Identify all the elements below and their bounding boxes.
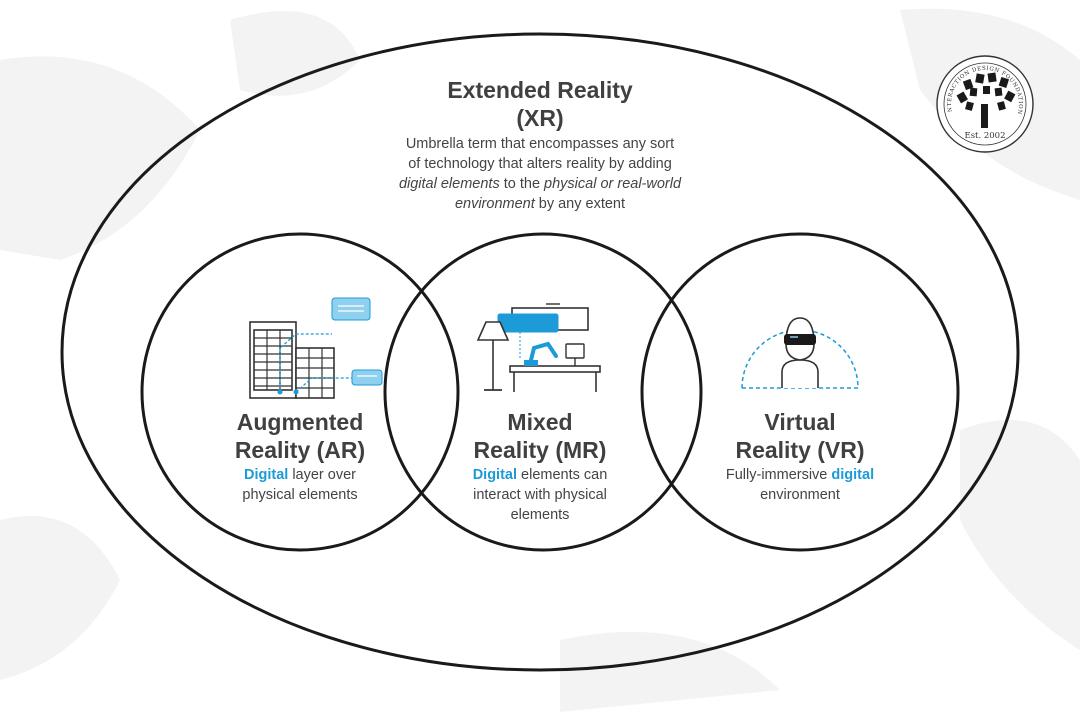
mr-description: Digital elements can interact with physi… xyxy=(440,465,640,525)
ar-desc-line1: Digital layer over xyxy=(200,465,400,485)
ar-description: Digital layer over physical elements xyxy=(200,465,400,505)
mr-title-line2: Reality (MR) xyxy=(473,437,607,463)
mr-desc-highlight: Digital xyxy=(472,467,518,483)
xr-ellipse xyxy=(60,32,1020,672)
vr-title-line1: Virtual xyxy=(764,409,836,435)
mr-circle xyxy=(383,232,703,552)
mr-title: Mixed Reality (MR) xyxy=(440,408,640,464)
xr-desc-line3: digital elements to the physical or real… xyxy=(385,174,695,194)
mr-desc-line1: Digital elements can xyxy=(440,465,640,485)
ar-title-line1: Augmented xyxy=(236,409,364,435)
vr-desc-line1: Fully-immersive digital xyxy=(700,465,900,485)
ar-desc-highlight: Digital xyxy=(243,467,289,483)
mr-desc-line2: interact with physical xyxy=(473,487,607,503)
xr-description: Umbrella term that encompasses any sort … xyxy=(385,134,695,214)
mr-title-line1: Mixed xyxy=(507,409,573,435)
ar-title: Augmented Reality (AR) xyxy=(190,408,410,464)
xr-desc-line3-plain: to the xyxy=(499,176,545,192)
vr-title: Virtual Reality (VR) xyxy=(700,408,900,464)
vr-description: Fully-immersive digital environment xyxy=(700,465,900,505)
xr-desc-line4: environment by any extent xyxy=(385,194,695,214)
vr-headset-person-icon xyxy=(741,317,859,389)
mixed-reality-desk-icon xyxy=(476,303,601,392)
xr-desc-line3-italic2: physical or real-world xyxy=(544,176,682,192)
xr-title: Extended Reality (XR) xyxy=(390,76,690,132)
vr-desc-highlight: digital xyxy=(831,467,875,483)
xr-desc-line1: Umbrella term that encompasses any sort xyxy=(405,136,675,152)
ar-circle xyxy=(140,232,460,552)
ar-desc-line2: physical elements xyxy=(242,487,358,503)
vr-circle xyxy=(640,232,960,552)
logo-est-text: Est. 2002 xyxy=(964,131,1005,141)
ar-desc-rest1: layer over xyxy=(288,467,356,483)
vr-title-line2: Reality (VR) xyxy=(735,437,865,463)
xr-desc-line2: of technology that alters reality by add… xyxy=(408,156,672,172)
xr-desc-line4-italic: environment xyxy=(454,196,535,212)
vr-desc-line2: environment xyxy=(760,487,840,503)
ar-title-line2: Reality (AR) xyxy=(234,437,366,463)
xr-title-line2: (XR) xyxy=(516,105,564,131)
mr-desc-rest1: elements can xyxy=(517,467,608,483)
mr-desc-line3: elements xyxy=(510,507,570,523)
ar-callout-icon xyxy=(277,297,383,395)
xr-desc-line3-italic: digital elements xyxy=(398,176,500,192)
xr-title-line1: Extended Reality xyxy=(447,77,633,103)
xr-desc-line4-plain: by any extent xyxy=(534,196,626,212)
vr-desc-plain1: Fully-immersive xyxy=(725,467,832,483)
